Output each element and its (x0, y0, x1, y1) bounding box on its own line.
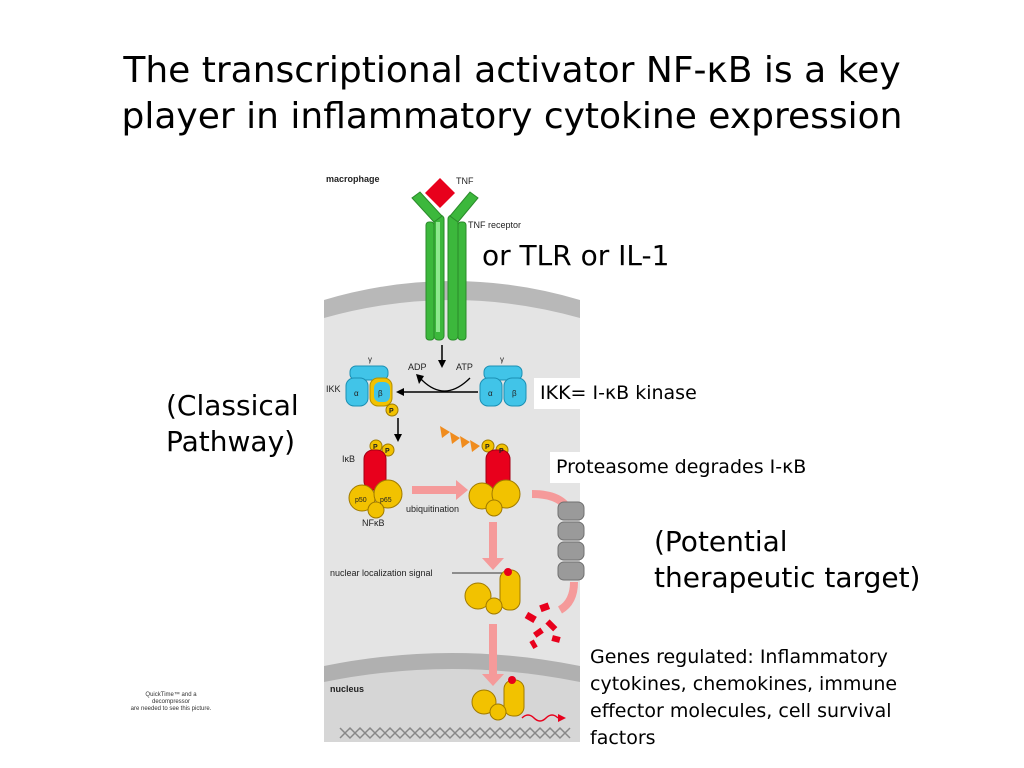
alpha-label-active: α (354, 389, 359, 398)
atp-label: ATP (456, 362, 473, 372)
nuclear-import-arrowhead (482, 674, 504, 686)
ikk-complex-active (345, 365, 399, 417)
slide-title: The transcriptional activator NF-κB is a… (40, 48, 984, 140)
ikk-definition: IKK= I-κB kinase (534, 378, 703, 409)
degradation-arrow (557, 581, 578, 614)
alpha-label-inactive: α (488, 389, 493, 398)
ikk-complex-inactive (479, 365, 527, 407)
title-line-2: player in inflammatory cytokine expressi… (121, 96, 903, 137)
tnf-label: TNF (456, 176, 474, 186)
proteasome (557, 501, 585, 581)
ubiquitinated-complex (468, 439, 521, 517)
ubiquitination-arrowhead (456, 480, 468, 500)
adp-label: ADP (408, 362, 427, 372)
p65-label: p65 (380, 497, 392, 504)
release-arrowhead (482, 558, 504, 570)
ikk-phospho-label: P (389, 408, 394, 415)
p50-label: p50 (355, 497, 367, 504)
beta-label-inactive: β (512, 389, 517, 398)
quicktime-line-3: are needed to see this picture. (130, 706, 212, 712)
mrna-arrowhead (558, 714, 566, 722)
proteasome-note: Proteasome degrades I-κB (550, 452, 813, 483)
gamma-label-active: γ (368, 355, 372, 364)
nuclear-membrane (324, 653, 580, 682)
quicktime-line-2: decompressor (151, 699, 190, 705)
ubiq-phospho-label-2: P (499, 448, 504, 455)
mrna-transcript (521, 714, 559, 722)
nfkb-label: NFκB (362, 518, 385, 528)
free-nfkb (464, 568, 521, 615)
therapeutic-target-note: (Potential therapeutic target) (654, 524, 920, 596)
ubiquitination-arrow (412, 486, 458, 494)
nls-label: nuclear localization signal (330, 568, 433, 578)
degraded-ikb-fragments (524, 602, 561, 649)
tnf-receptor-label: TNF receptor (468, 220, 521, 230)
ikk-label: IKK (326, 384, 341, 394)
potential-line-1: (Potential (654, 525, 788, 558)
tnf-ligand (425, 178, 455, 208)
title-line-1: The transcriptional activator NF-κB is a… (123, 50, 901, 91)
ikb-nfkb-complex (348, 439, 403, 519)
alt-receptor-note: or TLR or IL-1 (482, 239, 670, 272)
ubiquitin-chain (440, 426, 480, 452)
dna-strand (339, 726, 571, 740)
classical-line-1: (Classical (166, 389, 299, 422)
ikb-phospho-label-1: P (373, 444, 378, 451)
quicktime-line-1: QuickTime™ and a (145, 692, 197, 698)
gamma-label-inactive: γ (500, 355, 504, 364)
ikb-label: IκB (342, 454, 355, 464)
ikb-phospho-label-2: P (385, 448, 390, 455)
nuclear-nfkb (471, 676, 525, 721)
macrophage-label: macrophage (326, 174, 380, 184)
ikk-activation-arrowhead (396, 388, 404, 396)
phosphorylation-arrowhead (394, 434, 402, 442)
classical-pathway-note: (Classical Pathway) (166, 388, 299, 460)
classical-line-2: Pathway) (166, 425, 296, 458)
potential-line-2: therapeutic target) (654, 561, 921, 594)
quicktime-placeholder: QuickTime™ and a decompressor are needed… (112, 692, 230, 713)
ubiq-phospho-label-1: P (485, 444, 490, 451)
genes-regulated-note: Genes regulated: Inflammatory cytokines,… (590, 646, 898, 749)
release-arrow (489, 522, 497, 560)
beta-label-active: β (378, 389, 383, 398)
atp-adp-arrow (419, 377, 471, 392)
nucleus-label: nucleus (330, 684, 364, 694)
receptor-highlight (436, 222, 440, 332)
ubiquitination-label: ubiquitination (406, 504, 459, 514)
adp-arrowhead (416, 374, 424, 384)
signal-arrowhead (438, 360, 446, 368)
nuclear-import-arrow (489, 624, 497, 676)
